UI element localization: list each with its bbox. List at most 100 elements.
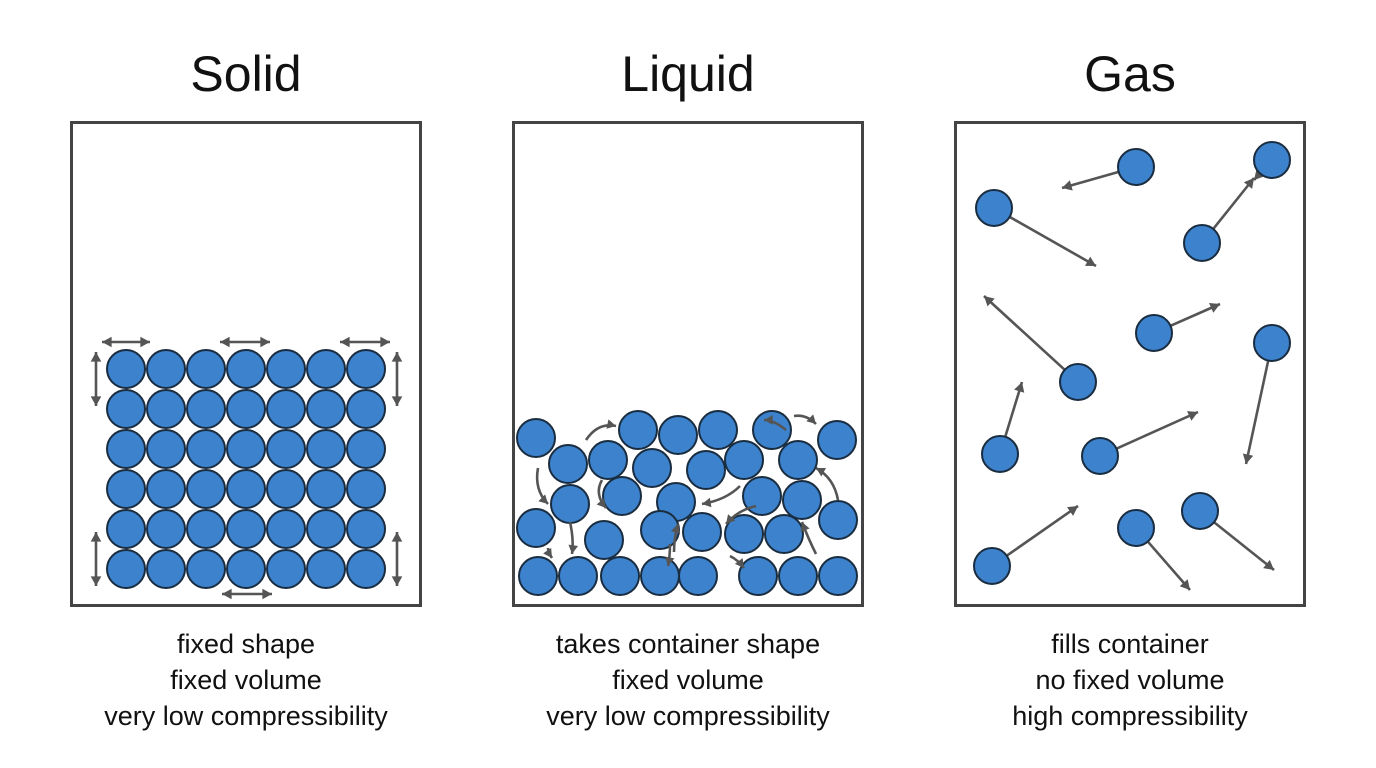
horizontal-vibration-arrow (102, 336, 150, 348)
horizontal-vibration-arrow (222, 588, 272, 600)
velocity-arrow (1169, 302, 1221, 327)
solid-particle (146, 389, 186, 429)
gas-particle (981, 435, 1019, 473)
solid-particle (346, 469, 386, 509)
velocity-arrow (1006, 504, 1079, 557)
solid-particle (266, 549, 306, 589)
solid-particle (146, 429, 186, 469)
solid-particle (266, 389, 306, 429)
solid-particle (146, 469, 186, 509)
solid-particle (106, 549, 146, 589)
solid-particles (106, 349, 386, 589)
liquid-particle (782, 480, 822, 520)
flow-arrow (568, 521, 579, 555)
solid-particle (346, 429, 386, 469)
solid-particle (186, 469, 226, 509)
solid-particle (146, 349, 186, 389)
liquid-particle (742, 476, 782, 516)
liquid-particle (764, 514, 804, 554)
solid-title: Solid (190, 46, 302, 102)
flow-arrow (793, 414, 817, 425)
liquid-particle (588, 440, 628, 480)
liquid-particle (602, 476, 642, 516)
liquid-particle (550, 484, 590, 524)
gas-particle (1081, 437, 1119, 475)
liquid-flow-arrows (535, 414, 840, 569)
liquid-property-shape: takes container shape (555, 629, 821, 659)
solid-particle (346, 389, 386, 429)
liquid-particle (516, 508, 556, 548)
gas-container (954, 120, 1306, 608)
vertical-vibration-arrow (90, 352, 102, 406)
flow-arrow (596, 479, 608, 509)
solid-particle (306, 349, 346, 389)
gas-particle (973, 547, 1011, 585)
vertical-vibration-arrow (391, 532, 403, 586)
flow-arrow (725, 504, 757, 525)
solid-particle (226, 509, 266, 549)
gas-particle (1135, 314, 1173, 352)
liquid-particle (558, 556, 598, 596)
velocity-arrow (1242, 360, 1270, 465)
flow-arrow (815, 466, 840, 501)
solid-particle (306, 509, 346, 549)
solid-particle (226, 469, 266, 509)
solid-particle (106, 389, 146, 429)
solid-particle (186, 349, 226, 389)
solid-particle (306, 469, 346, 509)
gas-property-shape: fills container (1051, 629, 1209, 659)
flow-arrow (701, 485, 741, 508)
vertical-vibration-arrow (90, 532, 102, 586)
solid-particle (146, 509, 186, 549)
liquid-diagram (512, 121, 864, 607)
gas-panel: Gas fills container no fixed volume high… (954, 0, 1306, 768)
liquid-particle (752, 410, 792, 450)
solid-particle (226, 549, 266, 589)
flow-arrow (664, 543, 675, 567)
horizontal-vibration-arrow (340, 336, 390, 348)
liquid-particle (658, 415, 698, 455)
solid-particle (226, 349, 266, 389)
liquid-particle (818, 556, 858, 596)
solid-particle (106, 349, 146, 389)
liquid-panel: Liquid takes container shape fixed volum… (512, 0, 864, 768)
solid-particle (186, 429, 226, 469)
solid-particle (106, 509, 146, 549)
gas-title: Gas (1084, 46, 1176, 102)
solid-particle (306, 389, 346, 429)
solid-particle (106, 429, 146, 469)
solid-particle (306, 549, 346, 589)
gas-particles (973, 141, 1291, 585)
flow-arrow (543, 547, 554, 559)
liquid-particle (632, 448, 672, 488)
liquid-particle (686, 450, 726, 490)
gas-particle (1253, 141, 1291, 179)
gas-particle (975, 189, 1013, 227)
vertical-vibration-arrow (391, 352, 403, 406)
solid-particle (266, 509, 306, 549)
solid-diagram (70, 121, 422, 607)
solid-panel: Solid fixed shape fixed volume very low … (70, 0, 422, 768)
flow-arrow (584, 419, 617, 441)
liquid-particle (778, 440, 818, 480)
gas-particle (1253, 324, 1291, 362)
liquid-property-compressibility: very low compressibility (546, 701, 830, 731)
solid-property-volume: fixed volume (170, 665, 322, 695)
gas-particle (1181, 492, 1219, 530)
solid-particle (266, 469, 306, 509)
flow-arrow (535, 467, 549, 505)
solid-particle (346, 509, 386, 549)
velocity-arrow (983, 295, 1066, 371)
solid-particle (106, 469, 146, 509)
liquid-particle (818, 500, 858, 540)
velocity-arrow (1009, 215, 1097, 268)
solid-particle (186, 509, 226, 549)
gas-particle (1117, 148, 1155, 186)
liquid-particle (724, 440, 764, 480)
solid-particle (226, 389, 266, 429)
liquid-title: Liquid (621, 46, 755, 102)
velocity-arrow (1115, 410, 1199, 450)
liquid-particle (778, 556, 818, 596)
solid-property-shape: fixed shape (176, 629, 316, 659)
solid-particle (186, 389, 226, 429)
